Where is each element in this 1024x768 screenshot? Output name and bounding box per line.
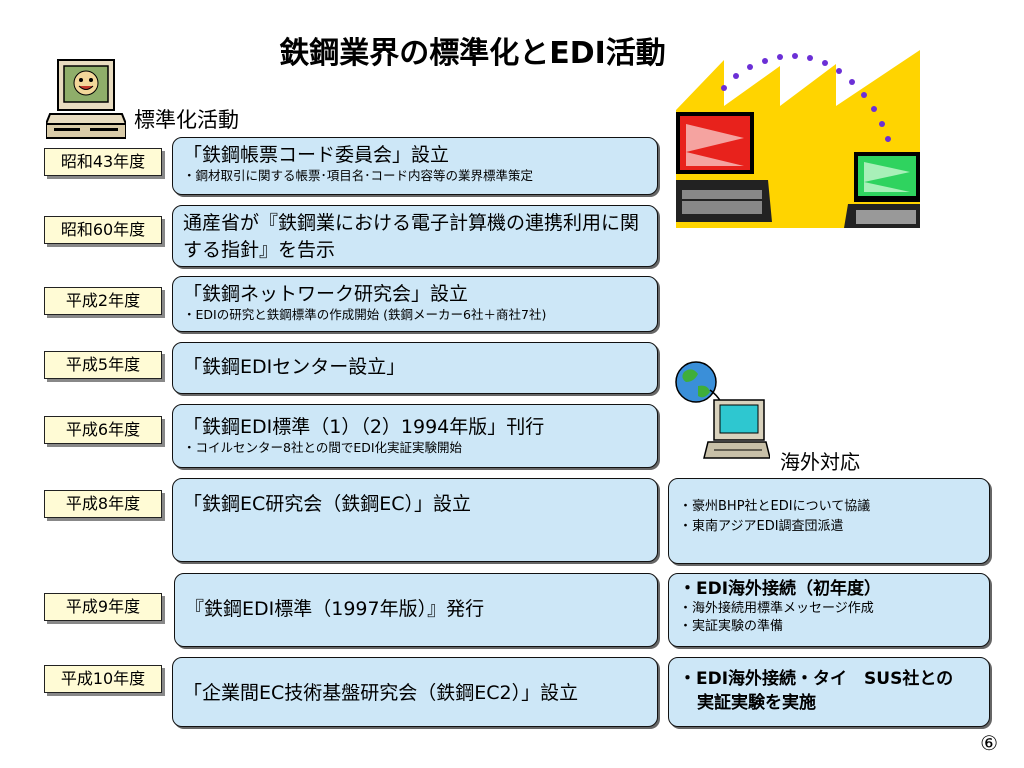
factory-network-icon (676, 40, 920, 228)
globe-computer-icon (674, 360, 771, 460)
overseas-item: ・東南アジアEDI調査団派遣 (679, 519, 844, 534)
computer-face-icon (44, 58, 128, 140)
event-detail: ・鋼材取引に関する帳票･項目名･コード内容等の業界標準策定 (183, 168, 534, 183)
year-label: 平成9年度 (44, 593, 162, 621)
page-title: 鉄鋼業界の標準化とEDI活動 (279, 36, 666, 71)
year-label: 平成8年度 (44, 490, 162, 518)
timeline-event-box: 「鉄鋼ネットワーク研究会」設立 ・EDIの研究と鉄鋼標準の作成開始 (鉄鋼メーカ… (172, 276, 658, 332)
timeline-event-box: 通産省が『鉄鋼業における電子計算機の連携利用に関する指針』を告示 (172, 205, 658, 267)
overseas-headline: ・EDI海外接続（初年度） (679, 579, 882, 599)
year-label: 平成5年度 (44, 351, 162, 379)
year-label: 平成2年度 (44, 287, 162, 315)
timeline-event-box: 「企業間EC技術基盤研究会（鉄鋼EC2）」設立 (172, 657, 658, 727)
right-heading: 海外対応 (780, 450, 860, 474)
year-label: 昭和43年度 (44, 148, 162, 176)
timeline-event-box: 『鉄鋼EDI標準（1997年版）』発行 (174, 573, 658, 647)
event-title: 「鉄鋼帳票コード委員会」設立 (183, 144, 450, 166)
year-label: 平成10年度 (44, 665, 162, 693)
timeline-event-box: 「鉄鋼帳票コード委員会」設立 ・鋼材取引に関する帳票･項目名･コード内容等の業界… (172, 137, 658, 195)
overseas-box: ・EDI海外接続・タイ SUS社との 実証実験を実施 (668, 657, 990, 727)
overseas-item: ・実証実験の準備 (679, 619, 784, 634)
overseas-box: ・EDI海外接続（初年度） ・海外接続用標準メッセージ作成 ・実証実験の準備 (668, 573, 990, 647)
event-title: 「鉄鋼ネットワーク研究会」設立 (183, 283, 469, 305)
year-label: 平成6年度 (44, 416, 162, 444)
overseas-item: ・海外接続用標準メッセージ作成 (679, 601, 874, 616)
overseas-headline: ・EDI海外接続・タイ SUS社との (679, 669, 954, 689)
timeline-event-box: 「鉄鋼EC研究会（鉄鋼EC）」設立 (172, 478, 658, 562)
event-title: 通産省が『鉄鋼業における電子計算機の連携利用に関する指針』を告示 (183, 212, 640, 261)
event-title: 「企業間EC技術基盤研究会（鉄鋼EC2）」設立 (183, 682, 579, 704)
timeline-event-box: 「鉄鋼EDI標準（1）（2）1994年版」刊行 ・コイルセンター8社との間でED… (172, 404, 658, 468)
overseas-box: ・豪州BHP社とEDIについて協議 ・東南アジアEDI調査団派遣 (668, 478, 990, 564)
event-title: 「鉄鋼EDI標準（1）（2）1994年版」刊行 (183, 416, 545, 438)
event-detail: ・コイルセンター8社との間でEDI化実証実験開始 (183, 440, 463, 455)
overseas-item: ・豪州BHP社とEDIについて協議 (679, 499, 871, 514)
event-detail: ・EDIの研究と鉄鋼標準の作成開始 (鉄鋼メーカー6社＋商社7社) (183, 307, 547, 322)
timeline-event-box: 「鉄鋼EDIセンター設立」 (172, 342, 658, 394)
overseas-headline-continued: 実証実験を実施 (697, 693, 816, 713)
event-title: 「鉄鋼EC研究会（鉄鋼EC）」設立 (183, 493, 472, 515)
page-number: ⑥ (980, 731, 998, 755)
left-heading: 標準化活動 (134, 108, 239, 132)
event-title: 「鉄鋼EDIセンター設立」 (183, 356, 406, 378)
event-title: 『鉄鋼EDI標準（1997年版）』発行 (185, 598, 485, 620)
year-label: 昭和60年度 (44, 216, 162, 244)
